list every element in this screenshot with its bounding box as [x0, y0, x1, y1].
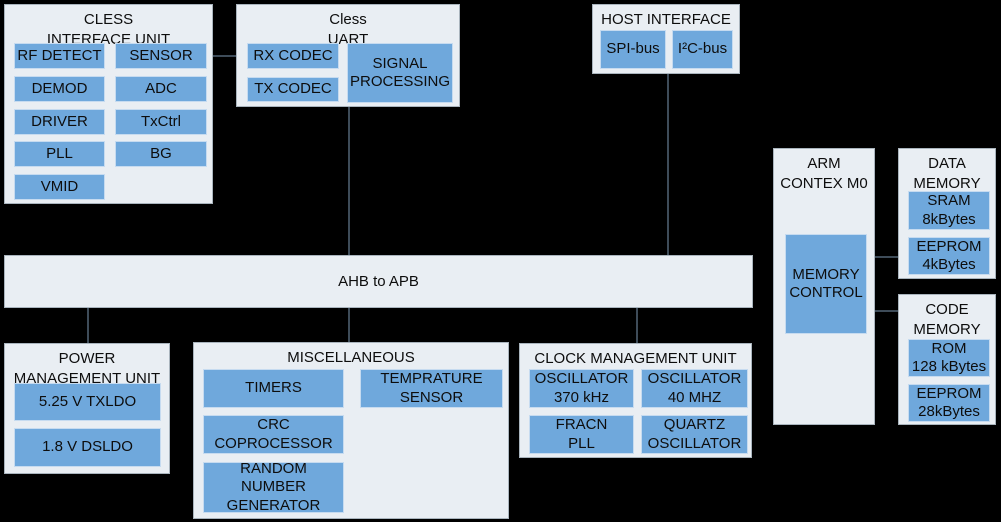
block-dsldo: 1.8 V DSLDO — [14, 428, 161, 467]
block-vmid: VMID — [14, 174, 105, 200]
block-driver: DRIVER — [14, 109, 105, 135]
connector-bus-to-misc — [348, 308, 350, 342]
block-demod: DEMOD — [14, 76, 105, 102]
block-txldo: 5.25 V TXLDO — [14, 383, 161, 421]
connector-arm-to-data-memory — [875, 256, 898, 258]
block-rf-detect: RF DETECT — [14, 43, 105, 69]
connector-uart-to-bus — [348, 107, 350, 255]
block-tx-codec: TX CODEC — [247, 77, 339, 102]
block-i2c-bus: I²C-bus — [672, 30, 733, 69]
block-temperature-sensor: TEMPRATURE SENSOR — [360, 369, 503, 408]
block-sram-8kbytes: SRAM 8kBytes — [908, 191, 990, 230]
block-oscillator-370khz: OSCILLATOR 370 kHz — [529, 369, 634, 408]
data-memory-box: DATA MEMORY SRAM 8kBytes EEPROM 4kBytes — [898, 148, 996, 279]
host-interface-title: HOST INTERFACE — [601, 11, 731, 28]
block-pll: PLL — [14, 141, 105, 167]
block-random-number-generator: RANDOM NUMBER GENERATOR — [203, 460, 344, 514]
block-sensor: SENSOR — [115, 43, 207, 69]
cless-uart-box: Cless UART RX CODEC TX CODEC SIGNAL PROC… — [236, 4, 460, 107]
block-memory-control: MEMORY CONTROL — [785, 234, 867, 334]
miscellaneous-title: MISCELLANEOUS — [287, 349, 415, 366]
block-crc-coprocessor: CRC COPROCESSOR — [203, 415, 344, 454]
block-timers: TIMERS — [203, 369, 344, 408]
arm-contex-m0-box: ARM CONTEX M0 MEMORY CONTROL — [773, 148, 875, 425]
code-memory-title: CODE MEMORY — [913, 301, 981, 338]
clock-management-unit-title: CLOCK MANAGEMENT UNIT — [534, 350, 737, 367]
block-spi-bus: SPI-bus — [600, 30, 666, 69]
data-memory-title: DATA MEMORY — [913, 155, 981, 192]
code-memory-box: CODE MEMORY ROM 128 kBytes EEPROM 28kByt… — [898, 294, 996, 425]
block-bg: BG — [115, 141, 207, 167]
power-management-unit-box: POWER MANAGEMENT UNIT 5.25 V TXLDO 1.8 V… — [4, 343, 170, 474]
block-signal-processing: SIGNAL PROCESSING — [347, 43, 453, 103]
connector-bus-to-pmu — [87, 308, 89, 343]
block-quartz-oscillator: QUARTZ OSCILLATOR — [641, 415, 748, 454]
connector-cless-to-uart — [213, 55, 236, 57]
host-interface-box: HOST INTERFACE SPI-bus I²C-bus — [592, 4, 740, 74]
connector-arm-to-code-memory — [875, 310, 898, 312]
arm-contex-m0-title: ARM CONTEX M0 — [780, 155, 868, 192]
connector-bus-to-cmu — [636, 308, 638, 343]
block-oscillator-40mhz: OSCILLATOR 40 MHZ — [641, 369, 748, 408]
block-rx-codec: RX CODEC — [247, 43, 339, 69]
cless-interface-unit-box: CLESS INTERFACE UNIT RF DETECT SENSOR DE… — [4, 4, 213, 204]
block-txctrl: TxCtrl — [115, 109, 207, 135]
connector-host-to-bus — [667, 74, 669, 255]
block-eeprom-28kbytes: EEPROM 28kBytes — [908, 384, 990, 422]
miscellaneous-box: MISCELLANEOUS TIMERS CRC COPROCESSOR RAN… — [193, 342, 509, 519]
ahb-to-apb-label: AHB to APB — [338, 273, 419, 290]
block-rom-128kbytes: ROM 128 kBytes — [908, 339, 990, 377]
block-fracn-pll: FRACN PLL — [529, 415, 634, 454]
power-management-unit-title: POWER MANAGEMENT UNIT — [13, 350, 161, 387]
ahb-to-apb-bus: AHB to APB — [4, 255, 753, 308]
block-adc: ADC — [115, 76, 207, 102]
block-eeprom-4kbytes: EEPROM 4kBytes — [908, 237, 990, 275]
clock-management-unit-box: CLOCK MANAGEMENT UNIT OSCILLATOR 370 kHz… — [519, 343, 752, 458]
